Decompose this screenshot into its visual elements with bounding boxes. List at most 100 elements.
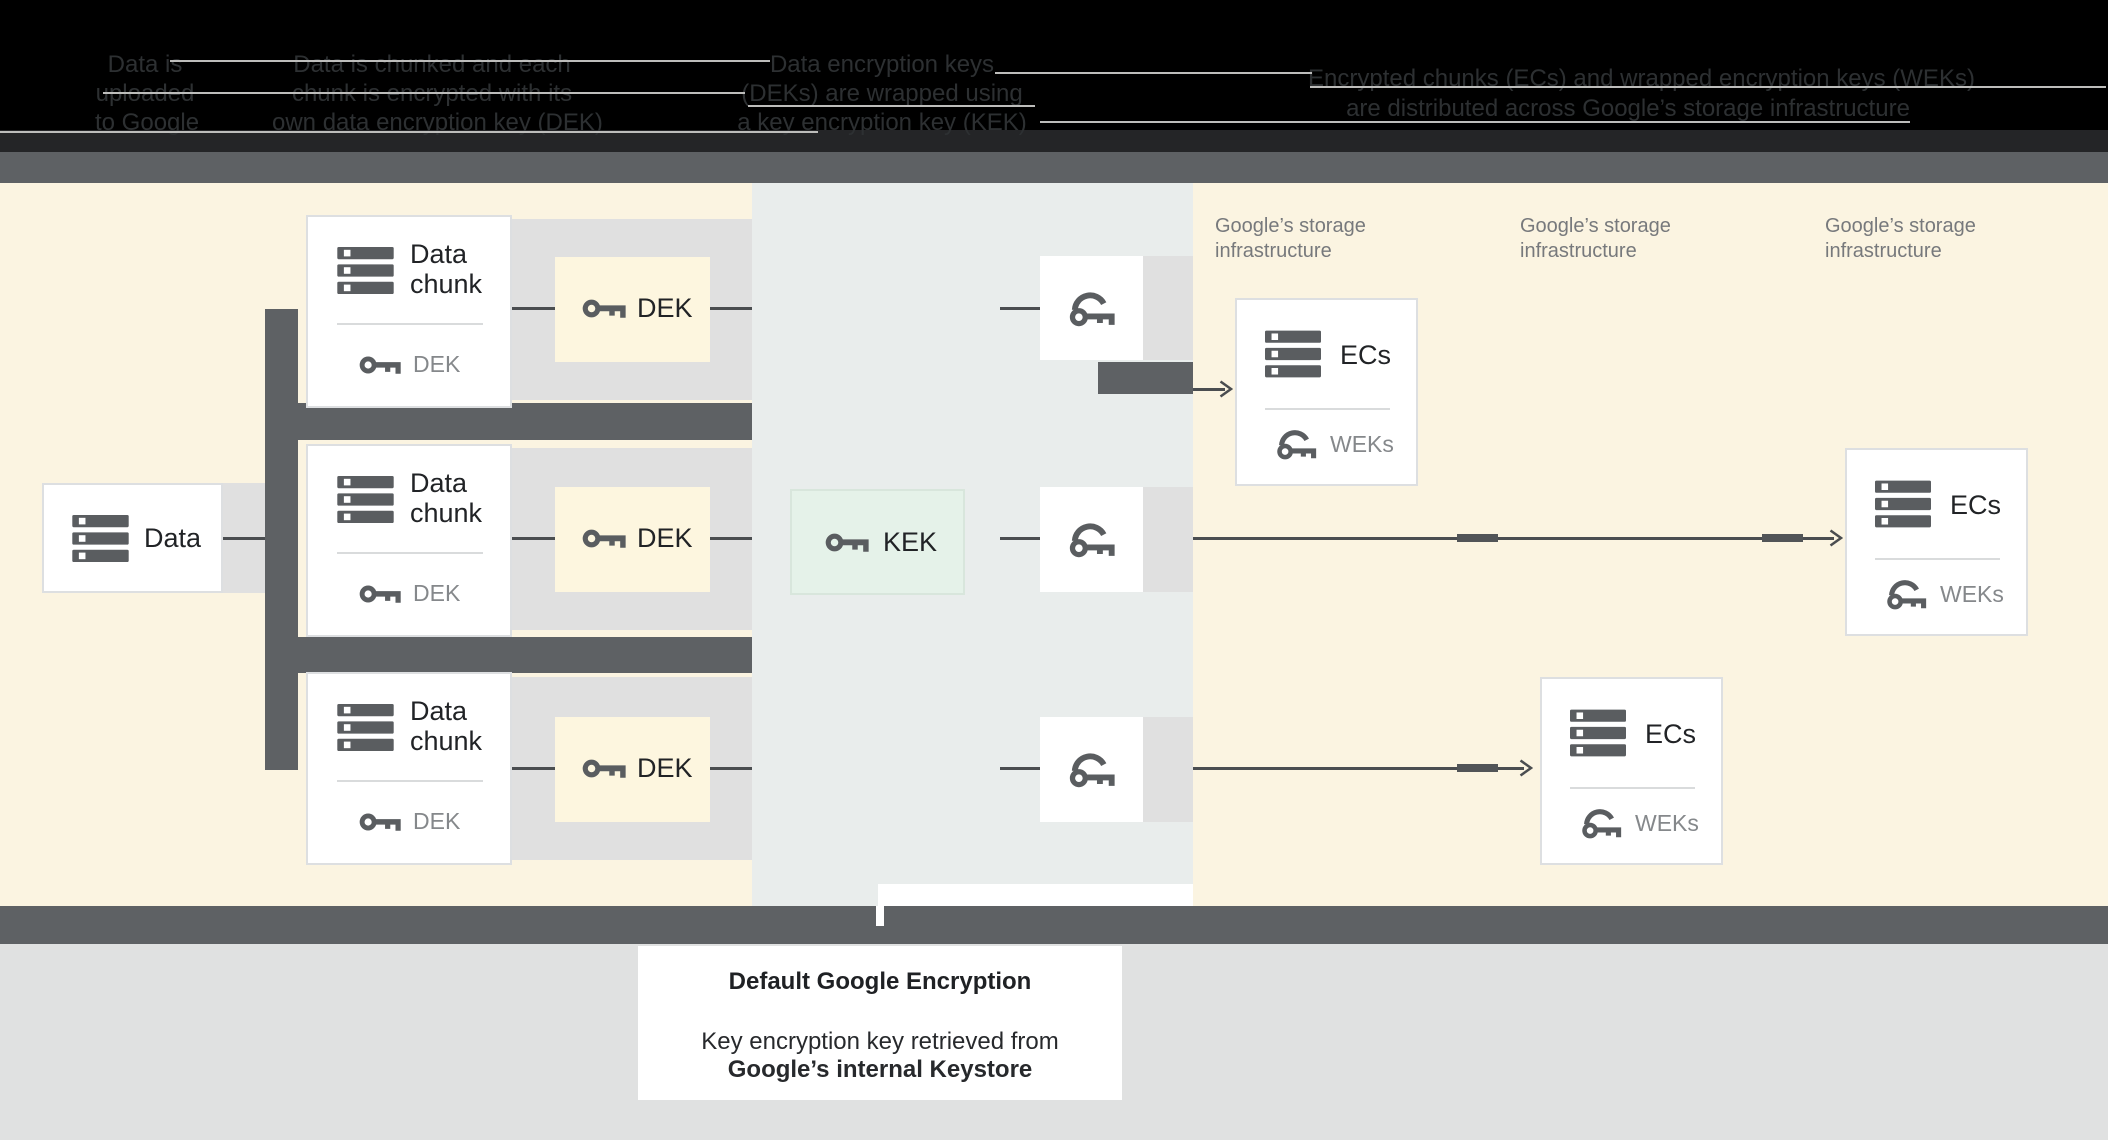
chunk-dek-label: DEK bbox=[413, 808, 461, 834]
dek-out-line bbox=[710, 537, 752, 540]
wrapped-key-box bbox=[1040, 256, 1143, 360]
dek-box-label: DEK bbox=[637, 753, 693, 783]
header-step1-line1: Data is bbox=[107, 51, 183, 78]
storage-list-icon bbox=[337, 476, 394, 523]
storage-list-icon bbox=[337, 704, 394, 751]
dek-box-label: DEK bbox=[637, 523, 693, 553]
wrapped-key-icon bbox=[1580, 807, 1623, 840]
wrapped-key-icon bbox=[1067, 521, 1117, 559]
header-step4-line1: Encrypted chunks (ECs) and wrapped encry… bbox=[1308, 65, 1975, 92]
caption-title: Default Google Encryption bbox=[728, 968, 1032, 995]
storage-list-icon bbox=[1570, 709, 1626, 757]
dek-out-line bbox=[710, 307, 752, 310]
ec-divider bbox=[1570, 787, 1695, 789]
ec-divider bbox=[1875, 558, 2000, 560]
header-step3-line1: Data encryption keys bbox=[769, 51, 995, 78]
arrow-line bbox=[1193, 537, 1834, 540]
chunk-dek-line bbox=[512, 307, 555, 310]
wrap-connector bbox=[1143, 487, 1193, 592]
top-divider-bar bbox=[0, 152, 2108, 183]
wrap-connector bbox=[1143, 717, 1193, 822]
ec-box-label: ECs bbox=[1950, 490, 2002, 520]
kek-box: KEK bbox=[790, 489, 965, 595]
chunk-dek-label: DEK bbox=[413, 351, 461, 377]
arrowhead-icon bbox=[1829, 529, 1843, 547]
header-band bbox=[0, 0, 2108, 130]
key-icon bbox=[825, 530, 870, 555]
fan-out-trunk bbox=[265, 309, 298, 770]
data-box: Data bbox=[42, 483, 223, 593]
ec-divider bbox=[1265, 408, 1390, 410]
chunk-divider bbox=[337, 780, 483, 782]
caption-connector-tick bbox=[876, 906, 884, 926]
arrowhead-icon bbox=[1219, 380, 1233, 398]
ec-weks-label: WEKs bbox=[1635, 810, 1699, 836]
chunk-divider bbox=[337, 552, 483, 554]
header-step3-line2: (DEKs) are wrapped using bbox=[741, 80, 1023, 107]
caption-body-line1: Key encryption key retrieved from bbox=[701, 1028, 1059, 1055]
wrapped-key-icon bbox=[1067, 751, 1117, 789]
header-band-lower bbox=[0, 130, 2108, 152]
dek-box-label: DEK bbox=[637, 293, 693, 323]
arrow-thick-segment bbox=[1457, 534, 1498, 542]
ec-weks-label: WEKs bbox=[1940, 581, 2004, 607]
wrap-stub-line bbox=[1000, 307, 1040, 310]
ec-box-label: ECs bbox=[1340, 340, 1392, 370]
key-icon bbox=[359, 353, 402, 377]
key-icon bbox=[359, 810, 402, 834]
ec-weks-label: WEKs bbox=[1330, 431, 1394, 457]
chunk-dek-line bbox=[512, 767, 555, 770]
chunk-divider bbox=[337, 323, 483, 325]
header-streak bbox=[170, 60, 770, 62]
storage-list-icon bbox=[337, 247, 394, 294]
dek-box: DEK bbox=[555, 257, 710, 362]
ec-box: ECs WEKs bbox=[1540, 677, 1723, 865]
arrow-thick-segment bbox=[1762, 534, 1803, 542]
storage-list-icon bbox=[1265, 330, 1321, 378]
dek-out-line bbox=[710, 767, 752, 770]
wrap-connector bbox=[1143, 256, 1193, 360]
chunk-dek-line bbox=[512, 537, 555, 540]
header-streak bbox=[103, 92, 745, 94]
fan-out-bar-upper bbox=[265, 403, 752, 440]
header-streak bbox=[995, 72, 1312, 74]
ec-box-label: ECs bbox=[1645, 719, 1697, 749]
caption-body-line2: Google’s internal Keystore bbox=[727, 1056, 1033, 1083]
header-streak bbox=[1040, 121, 1910, 123]
header-streak bbox=[748, 105, 1035, 107]
arrow-line bbox=[1193, 767, 1524, 770]
wrapped-key-box bbox=[1040, 487, 1143, 592]
wrap-stub-line bbox=[1000, 767, 1040, 770]
wrap-stub-line bbox=[1000, 537, 1040, 540]
key-icon bbox=[582, 526, 627, 551]
key-icon bbox=[582, 296, 627, 321]
wrap-out-bar bbox=[1098, 362, 1193, 394]
dek-box: DEK bbox=[555, 487, 710, 592]
ec-box: ECs WEKs bbox=[1235, 298, 1418, 486]
wrapped-key-box bbox=[1040, 717, 1143, 822]
diagram-panel-white-strip bbox=[878, 884, 1193, 906]
wrapped-key-icon bbox=[1885, 578, 1928, 611]
wrapped-key-icon bbox=[1275, 428, 1318, 461]
kek-box-label: KEK bbox=[883, 527, 938, 557]
chunk-dek-label: DEK bbox=[413, 580, 461, 606]
header-step2-line1: Data is chunked and each bbox=[293, 51, 571, 78]
arrow-line bbox=[1193, 388, 1225, 391]
data-connector-line bbox=[223, 537, 265, 540]
storage-list-icon bbox=[72, 515, 129, 562]
key-icon bbox=[359, 582, 402, 606]
ec-box: ECs WEKs bbox=[1845, 448, 2028, 636]
storage-list-icon bbox=[1875, 480, 1931, 528]
header-streak bbox=[1310, 86, 2106, 88]
arrowhead-icon bbox=[1519, 759, 1533, 777]
data-box-label: Data bbox=[144, 523, 202, 553]
header-step4-line2: are distributed across Google’s storage … bbox=[1346, 95, 1910, 122]
